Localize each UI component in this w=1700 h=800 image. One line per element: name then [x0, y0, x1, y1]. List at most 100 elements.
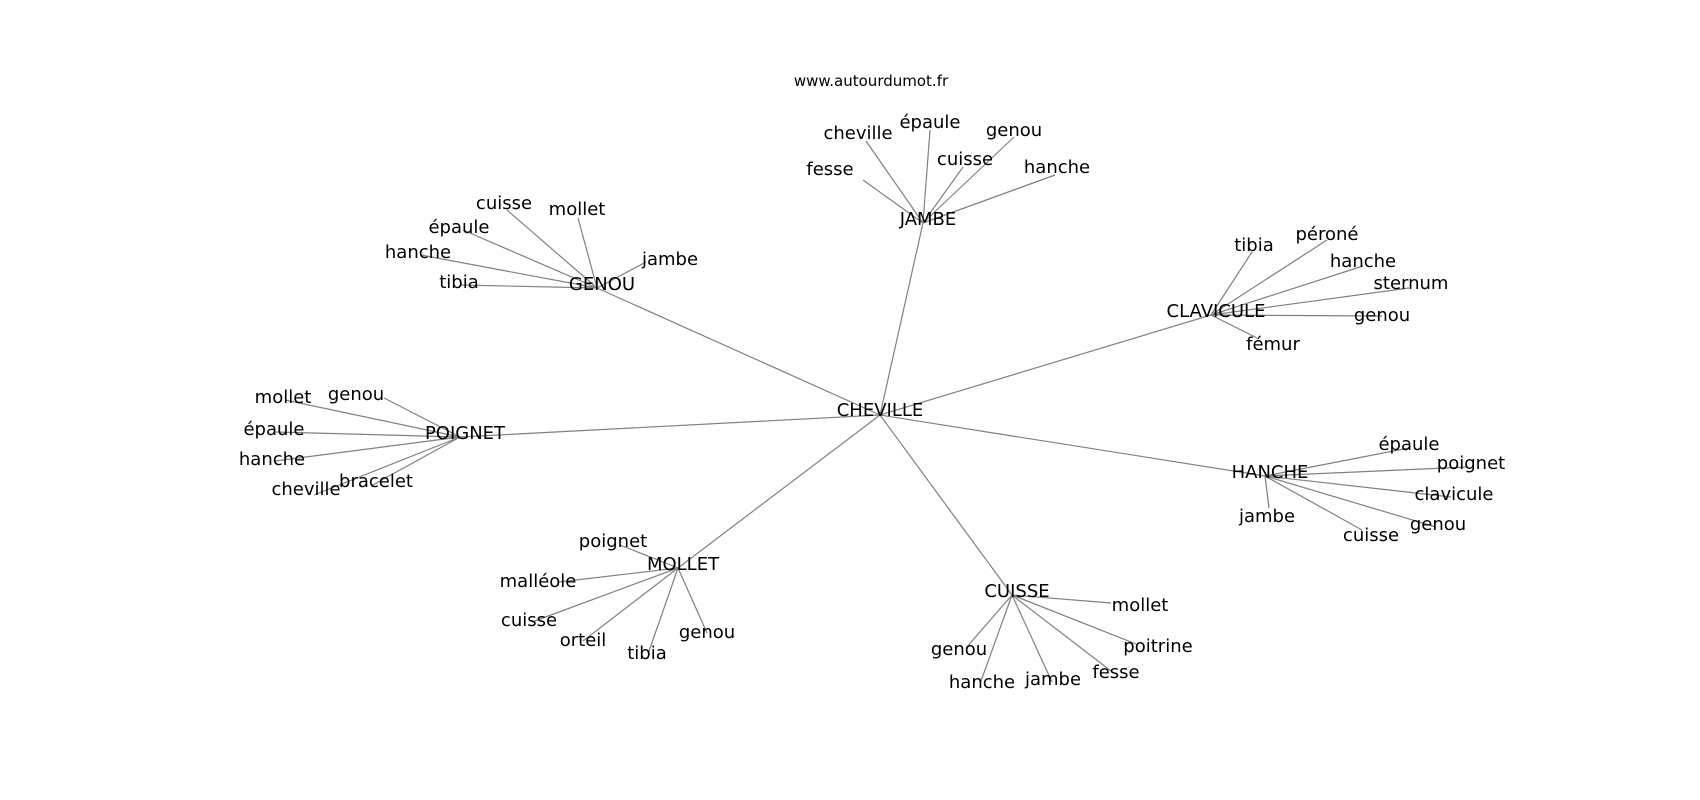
child-node-jambe[interactable]: fesse: [806, 159, 853, 180]
child-node-genou[interactable]: épaule: [428, 217, 489, 238]
hub-node-genou[interactable]: GENOU: [569, 274, 635, 295]
edge-clavicule-child: [1210, 251, 1253, 316]
labels: fessechevilleépaulecuissegenouhancheJAMB…: [239, 112, 1505, 693]
child-node-poignet[interactable]: cheville: [271, 479, 340, 500]
child-node-mollet[interactable]: cuisse: [501, 610, 557, 631]
edge-center-hanche: [879, 414, 1266, 477]
child-node-cuisse[interactable]: genou: [931, 639, 987, 660]
edge-cuisse-child: [1011, 594, 1137, 645]
hub-node-poignet[interactable]: POIGNET: [425, 423, 506, 444]
edge-jambe-child: [922, 136, 1015, 224]
child-node-clavicule[interactable]: sternum: [1374, 273, 1449, 294]
child-node-hanche[interactable]: poignet: [1437, 453, 1505, 474]
edge-cuisse-child: [1011, 594, 1112, 672]
edge-genou-child: [506, 209, 598, 289]
child-node-jambe[interactable]: épaule: [899, 112, 960, 133]
edge-clavicule-child: [1210, 265, 1364, 316]
child-node-jambe[interactable]: cheville: [823, 123, 892, 144]
child-node-cuisse[interactable]: mollet: [1112, 595, 1169, 616]
edge-genou-child: [462, 229, 598, 289]
edge-poignet-child: [313, 436, 461, 496]
edge-cuisse-child: [1011, 594, 1112, 604]
edge-genou-child: [420, 254, 598, 289]
child-node-genou[interactable]: hanche: [385, 242, 451, 263]
child-node-clavicule[interactable]: hanche: [1330, 251, 1396, 272]
child-node-mollet[interactable]: malléole: [500, 571, 577, 592]
child-node-cuisse[interactable]: jambe: [1024, 669, 1081, 690]
child-node-poignet[interactable]: bracelet: [339, 471, 413, 492]
edge-mollet-child: [582, 567, 679, 642]
edge-clavicule-child: [1210, 239, 1328, 316]
child-node-poignet[interactable]: mollet: [255, 387, 312, 408]
edge-genou-child: [459, 284, 598, 289]
edge-mollet-child: [647, 567, 679, 655]
hub-node-hanche[interactable]: HANCHE: [1232, 462, 1309, 483]
child-node-cuisse[interactable]: fesse: [1092, 662, 1139, 683]
edge-hanche-child: [1264, 475, 1363, 531]
child-node-hanche[interactable]: jambe: [1238, 506, 1295, 527]
edge-jambe-child: [862, 179, 924, 224]
child-node-genou[interactable]: tibia: [439, 272, 479, 293]
edge-cuisse-child: [1011, 594, 1053, 683]
edge-center-mollet: [677, 414, 881, 569]
child-node-poignet[interactable]: épaule: [243, 419, 304, 440]
child-node-hanche[interactable]: genou: [1410, 514, 1466, 535]
edge-poignet-child: [275, 431, 461, 438]
child-node-clavicule[interactable]: tibia: [1234, 235, 1274, 256]
edge-jambe-child: [865, 140, 924, 224]
edge-hanche-child: [1264, 466, 1469, 477]
edge-center-cuisse: [879, 414, 1013, 596]
hub-node-mollet[interactable]: MOLLET: [647, 554, 720, 575]
edge-poignet-child: [284, 399, 461, 438]
child-node-cuisse[interactable]: hanche: [949, 672, 1015, 693]
edge-hanche-child: [1264, 475, 1270, 509]
edge-cuisse-child: [980, 594, 1013, 682]
child-node-clavicule[interactable]: genou: [1354, 305, 1410, 326]
edges: [274, 129, 1469, 683]
hub-node-clavicule[interactable]: CLAVICULE: [1167, 301, 1266, 322]
child-node-genou[interactable]: jambe: [641, 249, 698, 270]
edge-jambe-child: [922, 174, 1056, 224]
edge-jambe-child: [922, 166, 964, 224]
child-node-cuisse[interactable]: poitrine: [1123, 636, 1192, 657]
child-node-genou[interactable]: cuisse: [476, 193, 532, 214]
edge-clavicule-child: [1210, 314, 1383, 317]
edge-poignet-child: [370, 436, 461, 487]
edge-hanche-child: [1264, 475, 1437, 528]
edge-center-poignet: [459, 414, 881, 438]
child-node-mollet[interactable]: orteil: [560, 630, 607, 651]
edge-poignet-child: [274, 436, 461, 462]
child-node-clavicule[interactable]: péroné: [1296, 224, 1359, 245]
hub-node-jambe[interactable]: JAMBE: [899, 209, 957, 230]
hub-node-cuisse[interactable]: CUISSE: [984, 581, 1049, 602]
child-node-jambe[interactable]: genou: [986, 120, 1042, 141]
child-node-hanche[interactable]: cuisse: [1343, 525, 1399, 546]
center-node[interactable]: CHEVILLE: [837, 400, 924, 421]
edge-mollet-child: [619, 544, 679, 569]
child-node-clavicule[interactable]: fémur: [1246, 334, 1300, 355]
child-node-hanche[interactable]: épaule: [1378, 434, 1439, 455]
edge-jambe-child: [922, 129, 931, 224]
edge-center-genou: [596, 287, 881, 416]
edge-clavicule-child: [1210, 287, 1410, 316]
child-node-mollet[interactable]: tibia: [627, 643, 667, 664]
edge-center-jambe: [879, 222, 924, 416]
edge-genou-child: [577, 217, 598, 289]
child-node-jambe[interactable]: hanche: [1024, 157, 1090, 178]
child-node-hanche[interactable]: clavicule: [1415, 484, 1494, 505]
edge-clavicule-child: [1210, 314, 1258, 339]
child-node-poignet[interactable]: genou: [328, 384, 384, 405]
child-node-mollet[interactable]: poignet: [579, 531, 647, 552]
edge-mollet-child: [677, 567, 708, 634]
edge-hanche-child: [1264, 475, 1452, 498]
edge-center-clavicule: [879, 314, 1212, 416]
source-watermark: www.autourdumot.fr: [793, 72, 949, 90]
child-node-genou[interactable]: mollet: [549, 199, 606, 220]
child-node-mollet[interactable]: genou: [679, 622, 735, 643]
child-node-poignet[interactable]: hanche: [239, 449, 305, 470]
edge-hanche-child: [1264, 447, 1410, 477]
edge-genou-child: [596, 261, 647, 289]
edge-poignet-child: [383, 397, 461, 438]
child-node-jambe[interactable]: cuisse: [937, 149, 993, 170]
